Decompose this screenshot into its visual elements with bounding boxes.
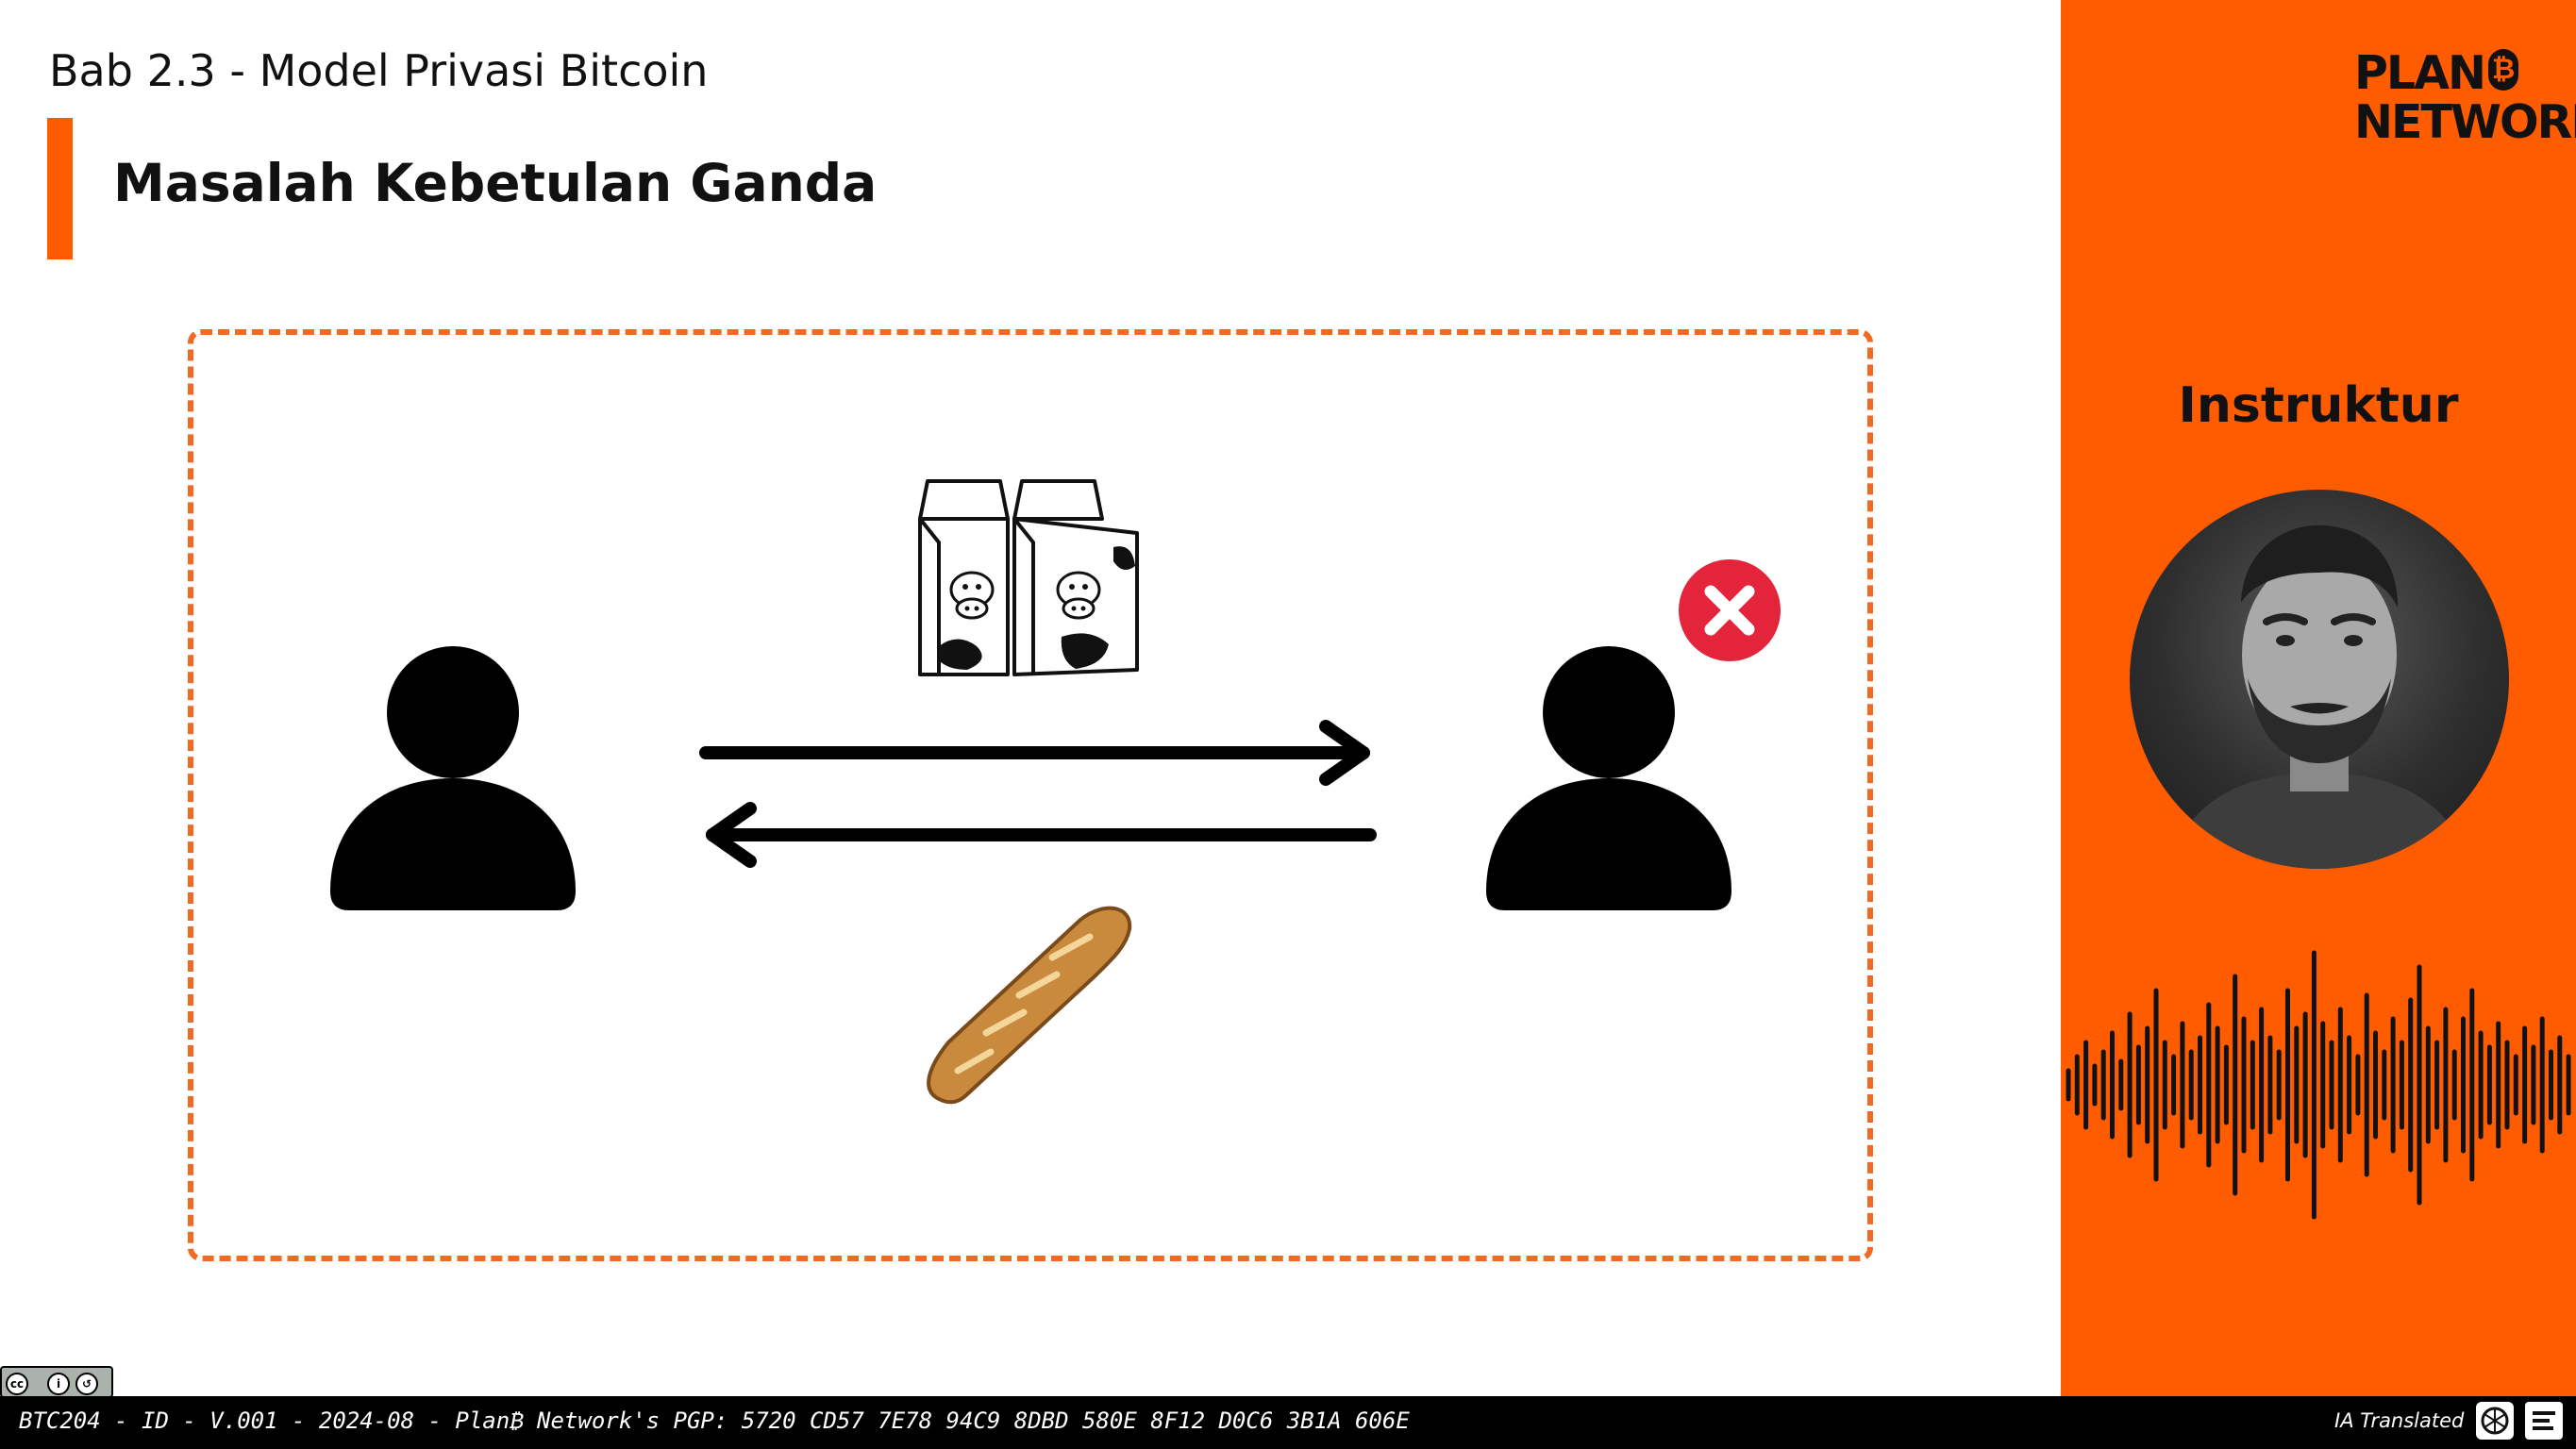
bitcoin-coin-icon: ₿ xyxy=(2488,49,2519,91)
left-person-icon xyxy=(330,646,576,910)
instructor-label: Instruktur xyxy=(2178,377,2459,434)
arrow-right-icon xyxy=(699,720,1370,786)
footer-bar xyxy=(0,1396,2576,1449)
title-accent-bar xyxy=(47,118,73,259)
ia-translated-label: IA Translated xyxy=(2334,1409,2465,1432)
footer-pgp-text: BTC204 - ID - V.001 - 2024-08 - Plan₿ Ne… xyxy=(19,1407,1410,1434)
cc-by-sa-icon: cc i ↺ xyxy=(0,1366,113,1398)
instructor-portrait xyxy=(2167,525,2471,869)
right-person-icon xyxy=(1486,646,1731,910)
exchange-arrows xyxy=(699,720,1377,868)
plan-b-network-logo: PLAN₿ NETWORK xyxy=(2354,46,2576,149)
baguette-icon xyxy=(927,906,1132,1105)
openai-logo-icon xyxy=(2476,1402,2514,1440)
audio-waveform-icon xyxy=(2066,950,2571,1220)
chapter-subtitle: Bab 2.3 - Model Privasi Bitcoin xyxy=(49,45,709,96)
arrow-left-icon xyxy=(706,802,1377,868)
milk-cartons-icon xyxy=(918,479,1139,676)
logo-line2: NETWORK xyxy=(2354,95,2576,149)
slide-title: Masalah Kebetulan Ganda xyxy=(113,153,878,213)
logo-line1: PLAN xyxy=(2354,46,2486,100)
instructor-avatar xyxy=(2130,490,2509,869)
lab-logo-icon xyxy=(2525,1402,2563,1440)
red-x-circle-icon xyxy=(1679,559,1781,661)
diagram-frame xyxy=(188,329,1873,1261)
